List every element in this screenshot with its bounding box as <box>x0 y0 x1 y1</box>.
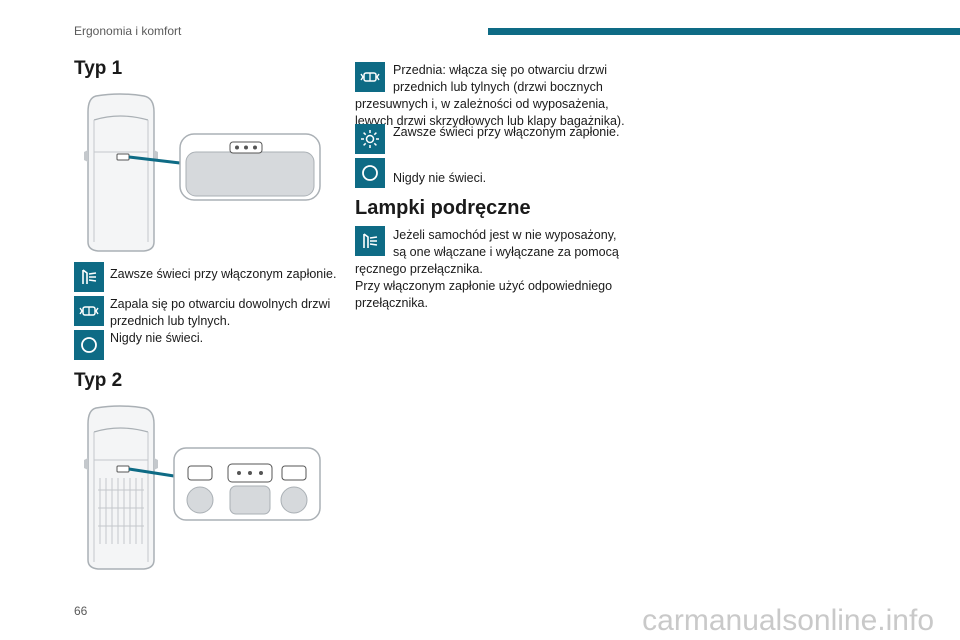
section-title: Ergonomia i komfort <box>74 24 182 38</box>
typ1-item-2-text-line1: Zapala się po otwarciu dowolnych drzwi <box>110 297 331 311</box>
typ1-item-2-text-line2: przednich lub tylnych. <box>110 314 231 328</box>
reading-line4: Przy włączonym zapłonie użyć odpowiednie… <box>355 279 613 293</box>
door-car-icon <box>355 62 385 92</box>
right-item-1-line3: przesuwnych i, w zależności od wyposażen… <box>355 97 609 111</box>
typ1-item-3-text: Nigdy nie świeci. <box>110 331 204 345</box>
reading-line3: ręcznego przełącznika. <box>355 262 483 276</box>
page-number: 66 <box>74 604 88 618</box>
figure-typ2-vehicle-roof-console <box>84 405 321 570</box>
typ1-item-1-text: Zawsze świeci przy włączonym zapłonie. <box>110 267 337 281</box>
door-car-icon <box>74 296 104 326</box>
reading-line2: są one włączane i wyłączane za pomocą <box>393 245 619 259</box>
watermark: carmanualsonline.info <box>642 604 934 637</box>
right-item-1-line2: przednich lub tylnych (drzwi bocznych <box>393 80 603 94</box>
heading-typ1: Typ 1 <box>74 58 123 79</box>
figure-typ1-vehicle-rear-view-mirror <box>84 93 321 252</box>
right-item-1-line4: lewych drzwi skrzydłowych lub klapy baga… <box>355 114 625 128</box>
circle-off-icon <box>355 158 385 188</box>
circle-off-icon <box>74 330 104 360</box>
reading-line5: przełącznika. <box>355 296 428 310</box>
sun-icon <box>355 124 385 154</box>
heading-typ2: Typ 2 <box>74 370 123 391</box>
right-item-2-text: Zawsze świeci przy włączonym zapłonie. <box>393 125 620 139</box>
reading-line1: Jeżeli samochód jest w nie wyposażony, <box>393 228 617 242</box>
right-item-1-line1: Przednia: włącza się po otwarciu drzwi <box>393 63 607 77</box>
door-light-icon <box>74 262 104 292</box>
right-item-3-text: Nigdy nie świeci. <box>393 171 487 185</box>
header-accent-bar <box>488 28 960 35</box>
door-light-icon <box>355 226 385 256</box>
heading-reading-lamps: Lampki podręczne <box>355 197 531 219</box>
